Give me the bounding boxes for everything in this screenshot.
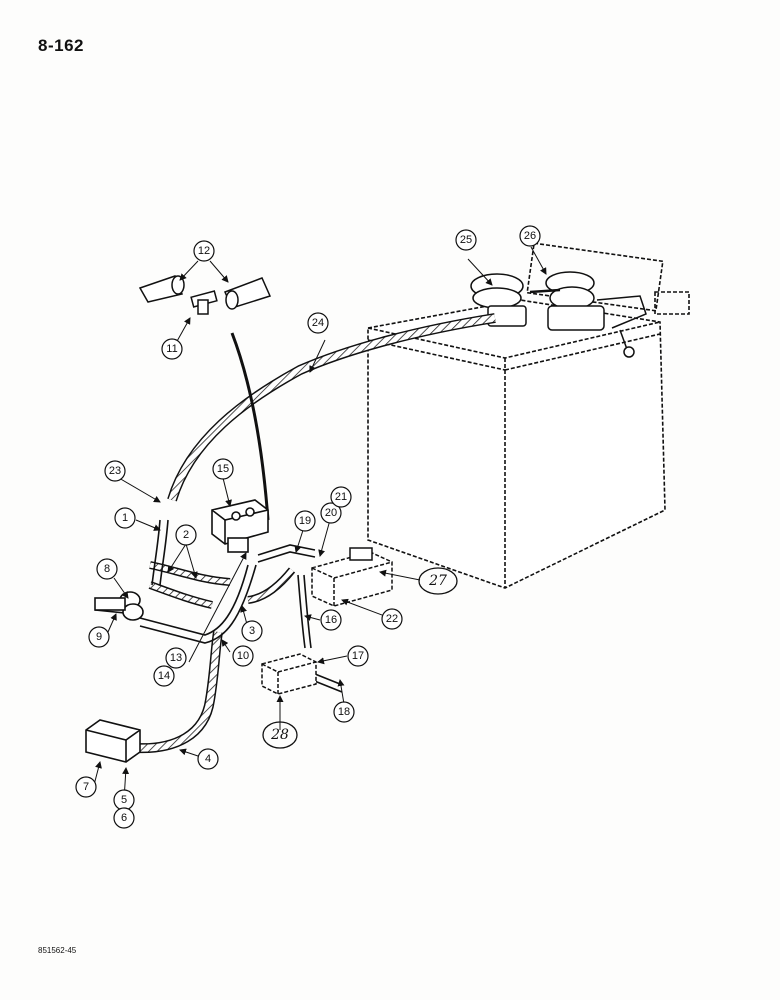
hydraulic-tank (367, 242, 690, 589)
hose-4 (134, 631, 223, 754)
svg-text:23: 23 (109, 465, 121, 477)
callout-7: 7 (75, 776, 97, 798)
callout-5: 5 (113, 789, 135, 811)
tank-top-filter-assembly (470, 271, 647, 358)
callout-22: 22 (381, 608, 403, 630)
callout-13: 13 (165, 647, 187, 669)
block-7 (85, 719, 141, 763)
svg-text:25: 25 (460, 234, 472, 246)
callout-24: 24 (307, 312, 329, 334)
svg-text:5: 5 (121, 794, 127, 806)
hose-3 (247, 567, 296, 604)
callout-4: 4 (197, 748, 219, 770)
svg-text:13: 13 (170, 652, 182, 664)
callout-12: 12 (193, 240, 215, 262)
svg-text:10: 10 (237, 650, 249, 662)
svg-text:11: 11 (166, 343, 177, 355)
svg-text:17: 17 (352, 650, 364, 662)
callouts: 1 2 3 4 5 6 7 8 9 10 11 12 13 14 15 16 1… (75, 225, 541, 829)
callout-23: 23 (104, 460, 126, 482)
callout-16: 16 (320, 609, 342, 631)
callout-2: 2 (175, 524, 197, 546)
handwritten-callout-28: 28 (262, 721, 298, 749)
svg-text:8: 8 (104, 563, 110, 575)
callout-9: 9 (88, 626, 110, 648)
svg-text:1: 1 (122, 512, 128, 524)
svg-text:7: 7 (83, 781, 89, 793)
svg-text:19: 19 (299, 515, 311, 527)
figure-code: 851562-45 (38, 946, 77, 955)
callout-10: 10 (232, 645, 254, 667)
manifold-block-27 (311, 547, 393, 607)
svg-text:24: 24 (312, 317, 324, 329)
handwritten-callout-27: 27 (418, 567, 458, 595)
svg-text:12: 12 (198, 245, 210, 257)
svg-text:4: 4 (205, 753, 211, 765)
page-number: 8-162 (38, 36, 84, 55)
hoses-2 (148, 561, 231, 609)
svg-text:20: 20 (325, 507, 337, 519)
svg-text:27: 27 (428, 573, 447, 589)
svg-text:6: 6 (121, 812, 127, 824)
callout-8: 8 (96, 558, 118, 580)
callout-15: 15 (212, 458, 234, 480)
handwritten-callouts: 27 28 (262, 567, 458, 749)
callout-20: 20 (320, 502, 342, 524)
svg-text:14: 14 (158, 670, 170, 682)
callout-18: 18 (333, 701, 355, 723)
callout-6: 6 (113, 807, 135, 829)
block-28 (261, 653, 317, 695)
callout-1: 1 (114, 507, 136, 529)
svg-text:2: 2 (183, 529, 189, 541)
callout-19: 19 (294, 510, 316, 532)
svg-text:15: 15 (217, 463, 229, 475)
callout-3: 3 (241, 620, 263, 642)
callout-26: 26 (519, 225, 541, 247)
svg-text:22: 22 (386, 613, 398, 625)
callout-11: 11 (161, 338, 183, 360)
svg-text:18: 18 (338, 706, 350, 718)
svg-text:9: 9 (96, 631, 102, 643)
callout-14: 14 (153, 665, 175, 687)
callout-21: 21 (330, 486, 352, 508)
svg-text:3: 3 (249, 625, 255, 637)
control-valve-15 (211, 499, 269, 553)
svg-text:26: 26 (524, 230, 536, 242)
return-hose-24 (167, 313, 496, 502)
cap-and-tee-detail (138, 275, 272, 315)
fittings-8-9 (94, 591, 144, 621)
svg-text:28: 28 (270, 727, 289, 743)
callout-17: 17 (347, 645, 369, 667)
svg-text:16: 16 (325, 614, 337, 626)
svg-text:21: 21 (335, 491, 347, 503)
callout-25: 25 (455, 229, 477, 251)
